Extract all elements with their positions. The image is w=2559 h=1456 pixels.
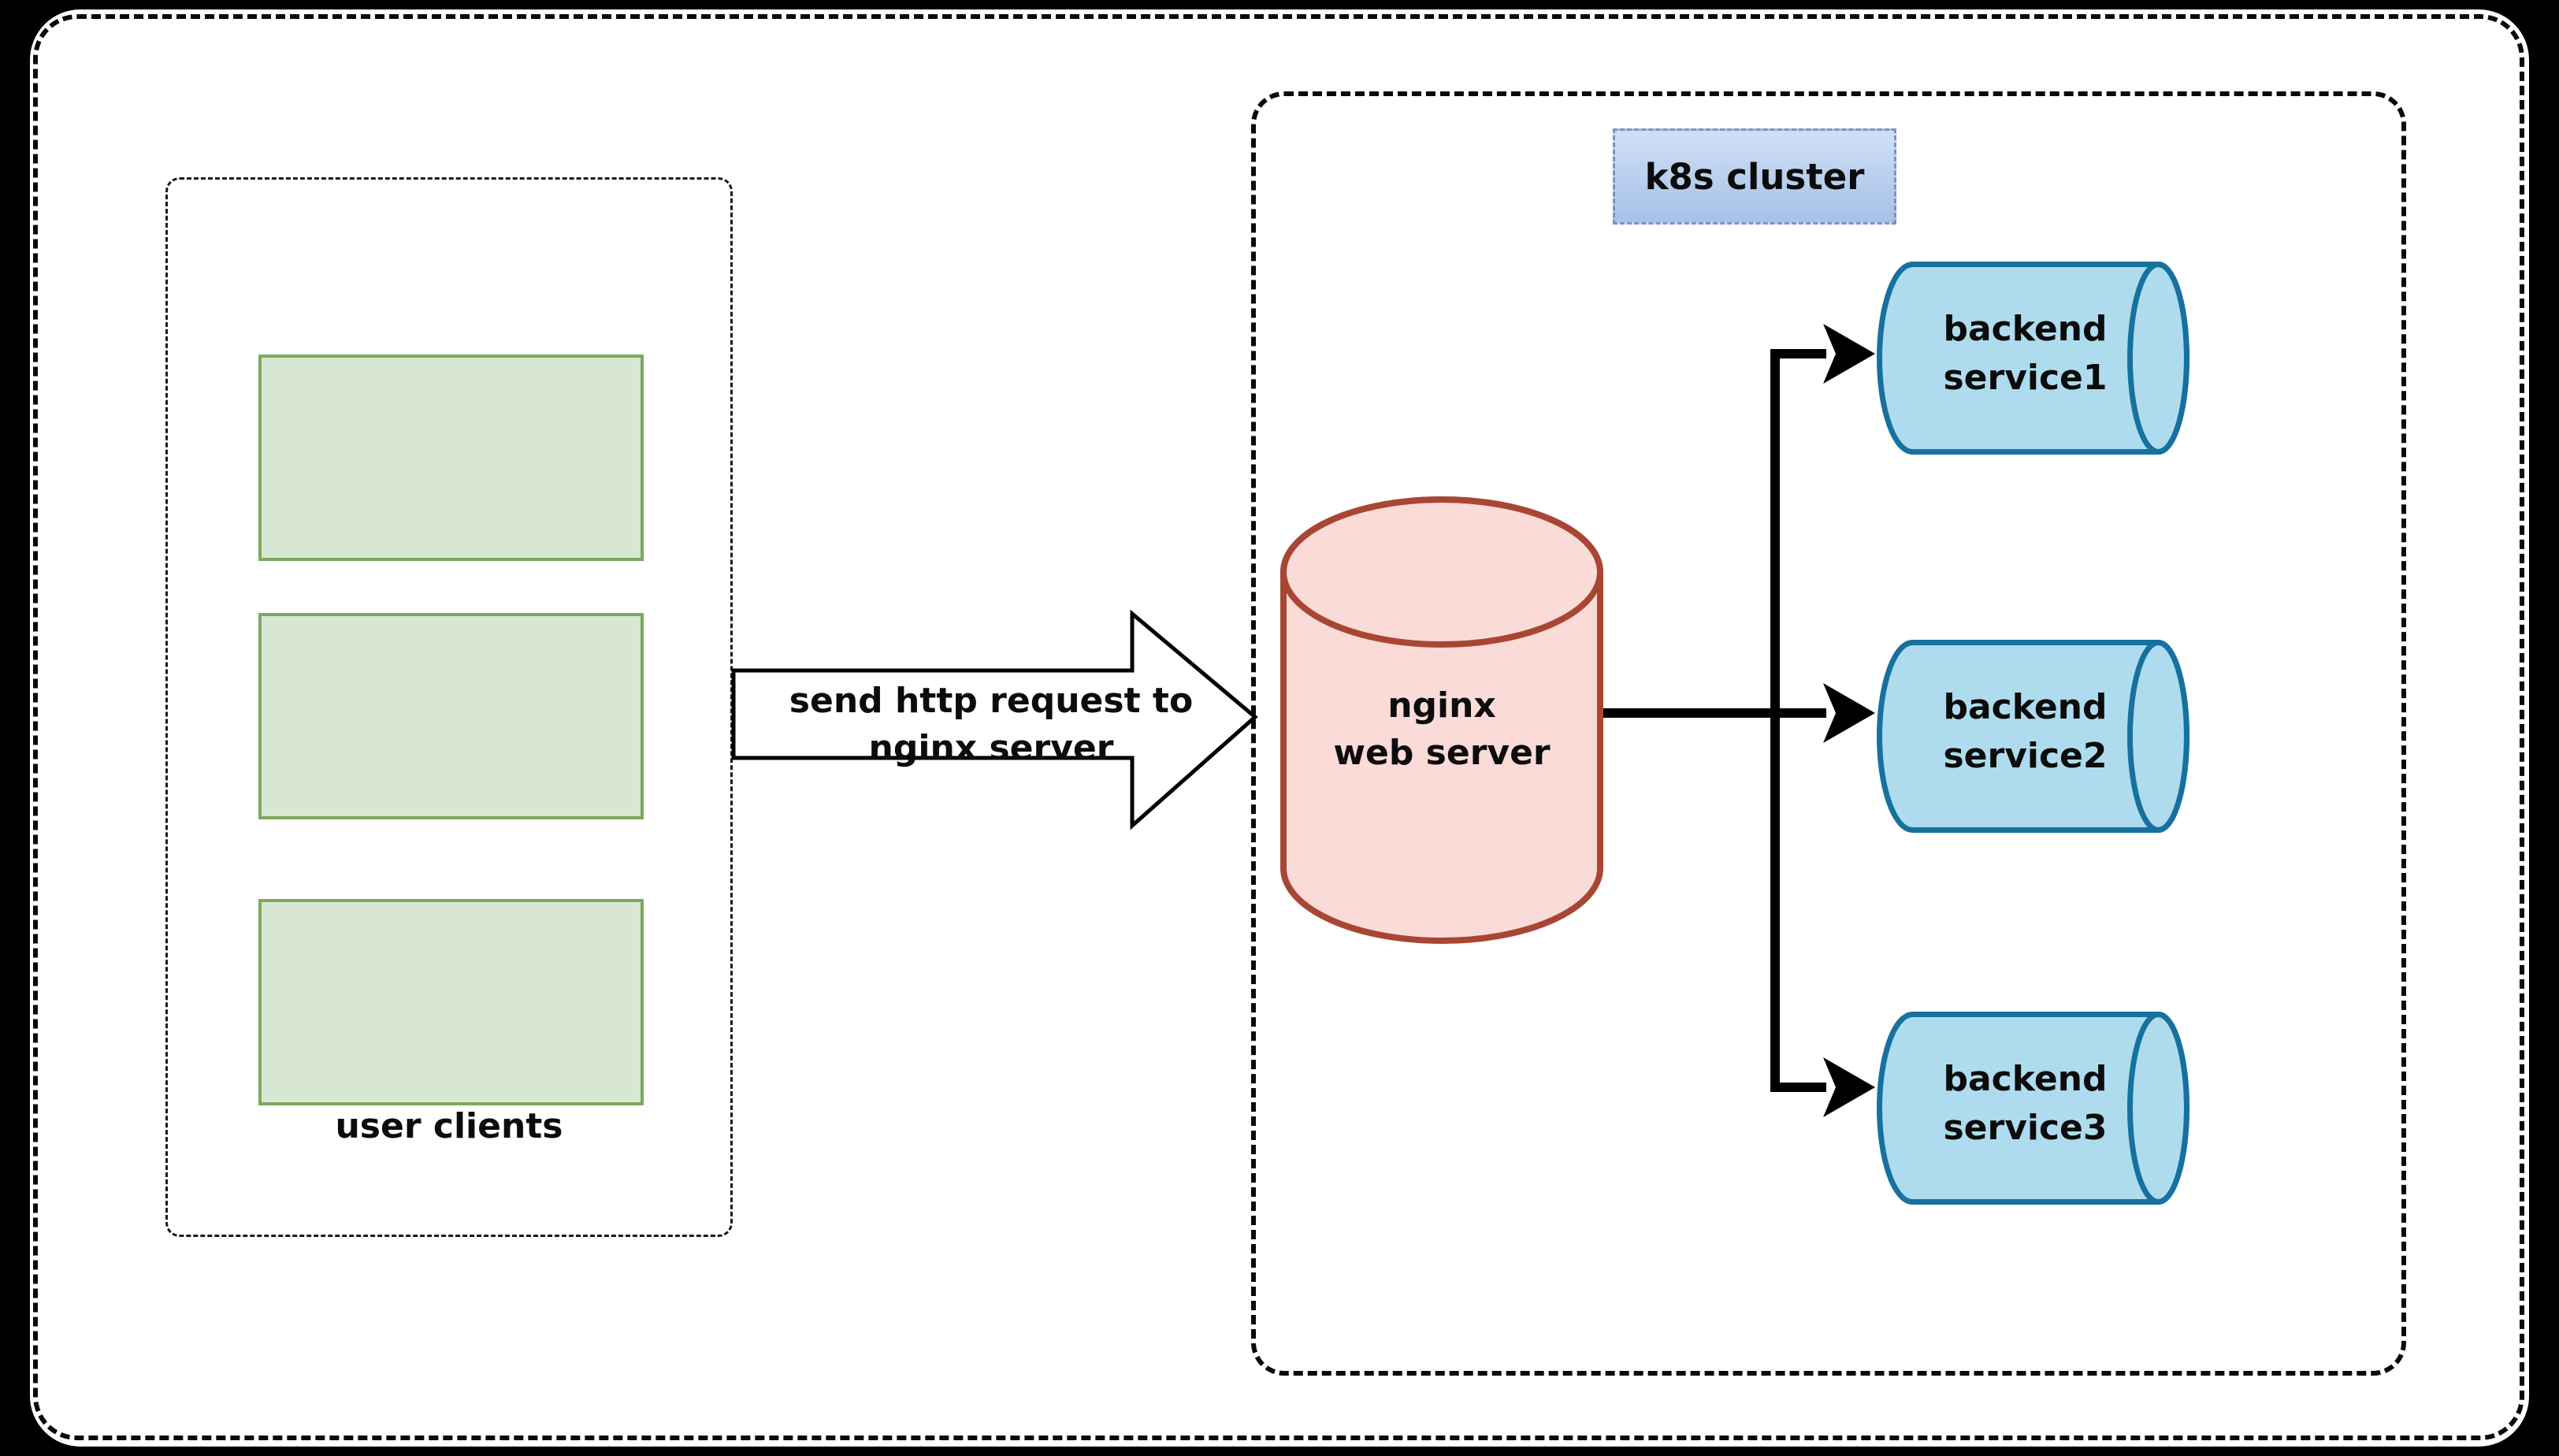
client-box	[258, 355, 644, 561]
outer-dashed-border	[33, 14, 2524, 1440]
service-cylinder-icon	[1877, 262, 2189, 455]
user-clients-label: user clients	[335, 1106, 563, 1146]
nginx-label-line1: nginx	[1387, 685, 1496, 726]
service2-label-line1: backend	[1943, 686, 2108, 727]
service2-label-line2: service2	[1943, 735, 2108, 776]
service1-label: backend service1	[1877, 257, 2174, 450]
service-cylinder-icon	[1877, 640, 2189, 833]
k8s-cluster-label: k8s cluster	[1613, 128, 1896, 225]
nginx-label-line2: web server	[1333, 733, 1551, 773]
service-cylinder-icon	[1877, 1012, 2189, 1205]
service1-label-line2: service1	[1943, 357, 2108, 398]
arrow-label-line1: send http request to	[789, 681, 1194, 721]
nginx-cylinder-icon	[1280, 496, 1603, 944]
backend-service2-node: backend service2	[1877, 640, 2189, 833]
service3-label: backend service3	[1877, 1007, 2174, 1200]
service3-label-line2: service3	[1943, 1107, 2108, 1148]
service1-label-line1: backend	[1943, 308, 2108, 349]
nginx-label: nginx web server	[1280, 682, 1603, 777]
arrow-label-line2: nginx server	[868, 728, 1114, 768]
client-box	[258, 613, 644, 819]
http-request-arrow-label: send http request to nginx server	[755, 678, 1228, 772]
service3-label-line1: backend	[1943, 1058, 2108, 1099]
backend-service1-node: backend service1	[1877, 262, 2189, 455]
service2-label: backend service2	[1877, 635, 2174, 828]
backend-service3-node: backend service3	[1877, 1012, 2189, 1205]
client-box	[258, 899, 644, 1105]
